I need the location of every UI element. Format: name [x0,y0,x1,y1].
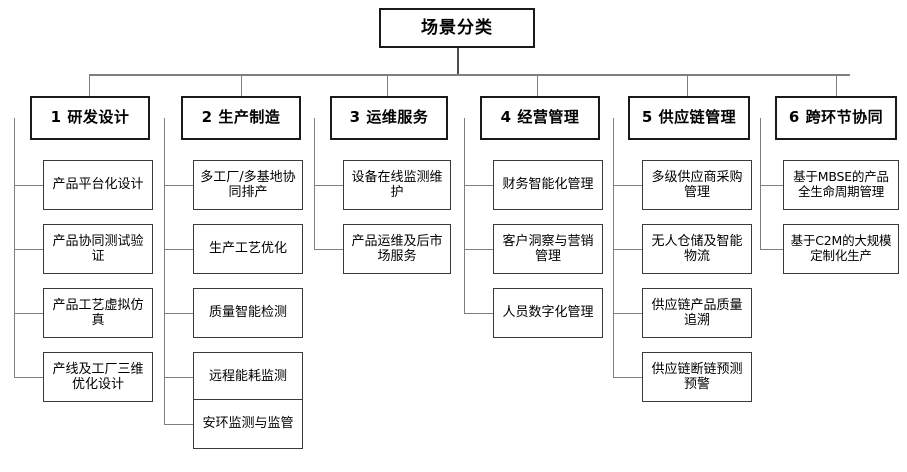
leaf-stub-2-5 [164,424,194,425]
leaf-node-3-1-label: 设备在线监测维护 [351,169,443,200]
leaf-node-2-3-label: 质量智能检测 [208,305,287,321]
category-header-4-label: 4 经营管理 [500,108,580,127]
leaf-node-2-2-label: 生产工艺优化 [208,241,287,257]
leaf-node-1-3[interactable]: 产品工艺虚拟仿真 [43,288,153,338]
leaf-node-5-2[interactable]: 无人仓储及智能物流 [642,224,752,274]
leaf-node-1-2[interactable]: 产品协同测试验证 [43,224,153,274]
leaf-node-4-2-label: 客户洞察与营销管理 [502,233,594,264]
leaf-stub-1-4 [14,377,44,378]
leaf-node-2-4-label: 远程能耗监测 [208,369,287,385]
leaf-node-1-3-label: 产品工艺虚拟仿真 [52,297,144,328]
leaf-node-3-1[interactable]: 设备在线监测维护 [343,160,451,210]
category-header-6-label: 6 跨环节协同 [788,108,884,127]
leaf-stub-4-2 [464,249,494,250]
leaf-stub-4-1 [464,185,494,186]
leaf-node-1-4[interactable]: 产线及工厂三维优化设计 [43,352,153,402]
leaf-stub-5-2 [613,249,643,250]
leaf-stub-2-1 [164,185,194,186]
leaf-node-5-4[interactable]: 供应链断链预测预警 [642,352,752,402]
leaf-stub-3-2 [314,249,344,250]
leaf-node-4-3[interactable]: 人员数字化管理 [493,288,603,338]
leaf-node-4-3-label: 人员数字化管理 [502,305,594,321]
leaf-stub-2-2 [164,249,194,250]
leaf-stub-2-4 [164,377,194,378]
category-drop-4 [537,74,538,96]
leaf-stub-6-2 [760,249,784,250]
category-header-5-label: 5 供应链管理 [641,108,737,127]
leaf-node-3-2-label: 产品运维及后市场服务 [351,233,443,264]
leaf-node-2-1[interactable]: 多工厂/多基地协同排产 [193,160,303,210]
leaf-node-4-1[interactable]: 财务智能化管理 [493,160,603,210]
leaf-node-1-1[interactable]: 产品平台化设计 [43,160,153,210]
category-header-2[interactable]: 2 生产制造 [181,96,301,140]
leaf-stub-6-1 [760,185,784,186]
leaf-stub-5-1 [613,185,643,186]
category-drop-3 [387,74,388,96]
leaf-node-1-1-label: 产品平台化设计 [52,177,144,193]
category-spine-6 [760,118,761,250]
leaf-node-2-2[interactable]: 生产工艺优化 [193,224,303,274]
category-drop-1 [89,74,90,96]
category-spine-5 [613,118,614,378]
root-connector [457,48,459,75]
leaf-node-5-3[interactable]: 供应链产品质量追溯 [642,288,752,338]
leaf-node-4-1-label: 财务智能化管理 [502,177,594,193]
category-header-2-label: 2 生产制造 [201,108,281,127]
leaf-node-2-5-label: 安环监测与监管 [202,416,294,432]
category-header-4[interactable]: 4 经营管理 [480,96,600,140]
leaf-node-2-3[interactable]: 质量智能检测 [193,288,303,338]
leaf-node-5-1-label: 多级供应商采购管理 [651,169,743,200]
root-node: 场景分类 [379,8,535,48]
leaf-node-1-4-label: 产线及工厂三维优化设计 [52,361,144,392]
leaf-stub-4-3 [464,313,494,314]
leaf-node-6-2[interactable]: 基于C2M的大规模定制化生产 [783,224,899,274]
category-drop-5 [687,74,688,96]
category-header-3-label: 3 运维服务 [349,108,429,127]
category-bus [89,74,850,76]
category-spine-2 [164,118,165,425]
leaf-node-2-5[interactable]: 安环监测与监管 [193,399,303,449]
leaf-stub-5-3 [613,313,643,314]
leaf-stub-1-2 [14,249,44,250]
leaf-node-3-2[interactable]: 产品运维及后市场服务 [343,224,451,274]
leaf-node-5-2-label: 无人仓储及智能物流 [651,233,743,264]
leaf-stub-5-4 [613,377,643,378]
category-header-1-label: 1 研发设计 [50,108,130,127]
category-spine-1 [14,118,15,378]
leaf-node-5-4-label: 供应链断链预测预警 [651,361,743,392]
leaf-node-1-2-label: 产品协同测试验证 [52,233,144,264]
leaf-stub-2-3 [164,313,194,314]
leaf-node-2-4[interactable]: 远程能耗监测 [193,352,303,402]
root-node-label: 场景分类 [421,17,493,38]
leaf-node-6-1-label: 基于MBSE的产品全生命周期管理 [793,169,889,199]
leaf-node-6-1[interactable]: 基于MBSE的产品全生命周期管理 [783,160,899,210]
category-header-1[interactable]: 1 研发设计 [30,96,150,140]
leaf-node-5-1[interactable]: 多级供应商采购管理 [642,160,752,210]
category-header-6[interactable]: 6 跨环节协同 [775,96,897,140]
leaf-node-4-2[interactable]: 客户洞察与营销管理 [493,224,603,274]
leaf-node-5-3-label: 供应链产品质量追溯 [651,297,743,328]
leaf-stub-1-1 [14,185,44,186]
category-spine-3 [314,118,315,250]
category-spine-4 [464,118,465,314]
leaf-stub-3-1 [314,185,344,186]
leaf-node-6-2-label: 基于C2M的大规模定制化生产 [790,233,892,263]
leaf-node-2-1-label: 多工厂/多基地协同排产 [200,169,296,200]
category-header-5[interactable]: 5 供应链管理 [628,96,750,140]
leaf-stub-1-3 [14,313,44,314]
category-drop-2 [241,74,242,96]
category-drop-6 [836,74,837,96]
category-header-3[interactable]: 3 运维服务 [330,96,448,140]
